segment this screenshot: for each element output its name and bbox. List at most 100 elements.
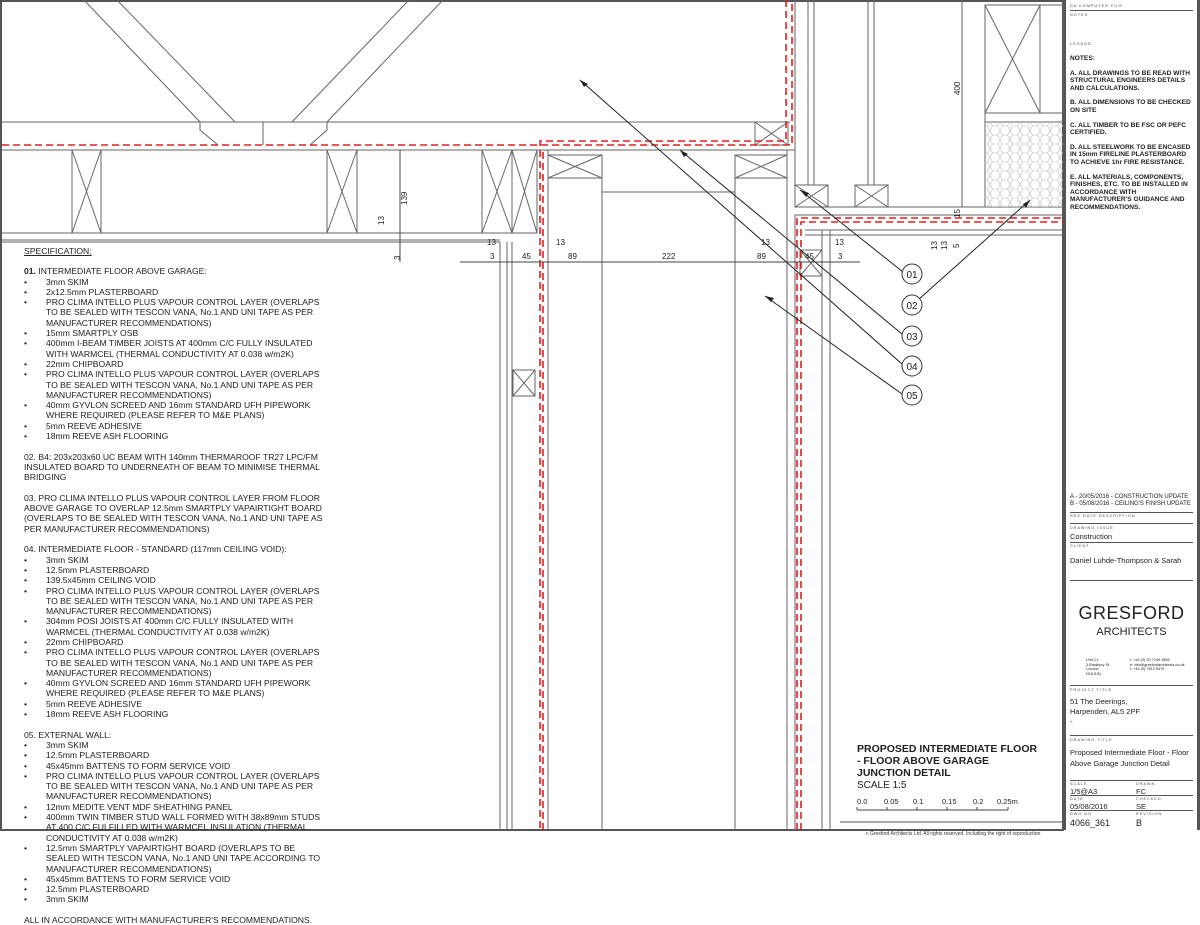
drawing-issue: Construction [1070,532,1113,541]
drawing-title-line: JUNCTION DETAIL [857,767,951,779]
dim-13: 13 [940,241,949,250]
dwg-label: DWG NO [1070,812,1093,816]
spec-item: 139.5x45mm CEILING VOID [24,575,324,586]
notes: NOTES: A. ALL DRAWINGS TO BE READ WITH S… [1070,55,1193,219]
insulation-hatch [986,122,1063,207]
spec-number: 01. [24,266,36,277]
scale-tick: 0.0 [857,797,868,806]
spec-item: 12.5mm PLASTERBOARD [24,750,324,761]
date-label: DATE [1070,797,1084,801]
project: 51 The Deerings,Harpenden, AL5 2PF- [1070,697,1193,727]
spec-item: 400mm TWIN TIMBER STUD WALL FORMED WITH … [24,812,324,843]
address-line: London [1086,667,1099,672]
dim-13: 13 [556,238,565,247]
dim-400: 400 [953,81,962,95]
drawing-issue-label: DRAWING ISSUE [1070,526,1114,530]
dim-5: 5 [952,243,961,248]
revisions: A - 20/05/2016 - CONSTRUCTION UPDATE B -… [1070,494,1193,508]
spec-item: PRO CLIMA INTELLO PLUS VAPOUR CONTROL LA… [24,586,324,617]
spec-item: 3mm SKIM [24,894,324,905]
callout-circle [901,384,923,406]
drawing-title-line: PROPOSED INTERMEDIATE FLOOR [857,743,1038,755]
address-line: 3 Bradbury St [1086,662,1110,667]
spec-item: 12.5mm PLASTERBOARD [24,884,324,895]
note: B. ALL DIMENSIONS TO BE CHECKED ON SITE [1070,99,1191,114]
spec-title: 05. EXTERNAL WALL: [24,729,112,740]
revision-header: REV DATE DESCRIPTION [1070,514,1136,518]
revision: B [1136,818,1143,828]
spec-item: 400mm I-BEAM TIMBER JOISTS AT 400mm C/C … [24,338,324,359]
scale-label: SCALE [1070,782,1088,786]
scale-tick: 0.1 [913,797,924,806]
dim-3: 3 [490,252,495,261]
note: E. ALL MATERIALS, COMPONENTS, FINISHES, … [1070,173,1188,211]
spec-item: 12.5mm SMARTPLY VAPAIRTIGHT BOARD (OVERL… [24,843,324,874]
copyright: c Gresford Architects Ltd. All rights re… [866,831,1042,837]
spec-item: 15mm SMARTPLY OSB [24,328,324,339]
computer-file-label: DA COMPUTER FILE [1070,4,1123,8]
drawing-title-label: DRAWING TITLE [1070,738,1113,742]
dim-89: 89 [757,252,766,261]
spec-footer: ALL IN ACCORDANCE WITH MANUFACTURER'S RE… [24,915,313,925]
revision-entry: A - 20/05/2016 - CONSTRUCTION UPDATE [1070,494,1189,500]
note: A. ALL DRAWINGS TO BE READ WITH STRUCTUR… [1070,69,1191,92]
dim-139: 139 [400,191,409,205]
drawing-frame [0,0,1064,831]
address-line: Unit C1 [1086,658,1099,662]
dim-13: 13 [930,241,939,250]
wall-lines [499,0,1063,830]
i-joist-right [984,4,1064,207]
dim-13: 13 [377,216,386,225]
dim-3: 3 [393,255,402,260]
contact-line: f: +44 (0) 7812 9470 [1130,667,1165,672]
dim-13: 13 [487,238,496,247]
callout-circle [901,294,923,316]
dim-45: 45 [522,252,531,261]
client: Daniel Luhde-Thompson & Sarah [1070,556,1182,565]
firm-logo-name: GRESFORD [1078,603,1185,623]
dim-45: 45 [805,252,814,261]
drawing-title-line: Above Garage Junction Detail [1070,759,1170,768]
title-block: DA COMPUTER FILE NOTES LEGEND NOTES: A. … [1064,0,1200,830]
contact-line: t: +44 (0) 20 7249 1855 [1130,658,1170,662]
callout-circle [901,325,923,347]
scale-tick: 0.15 [942,797,957,806]
dim-13: 13 [835,238,844,247]
legend-label: LEGEND [1070,42,1092,46]
drawing-title-line: Proposed Intermediate Floor - Floor [1070,748,1189,757]
dim-89: 89 [568,252,577,261]
spec-item: 18mm REEVE ASH FLOORING [24,709,324,720]
notes-heading: NOTES: [1070,55,1095,62]
project-line: 51 The Deerings, [1070,697,1128,706]
checked-label: CHECKED [1136,797,1162,801]
drawing-title-line: - FLOOR ABOVE GARAGE [857,755,990,767]
callout-label: 02 [906,301,918,312]
drawn: FC [1136,787,1146,796]
revision-label: REVISION [1136,812,1163,816]
firm-logo-sub: ARCHITECTS [1096,626,1167,638]
scale-tick: 0.25m [997,797,1018,806]
floor-layers [2,121,795,243]
spec-item: PRO CLIMA INTELLO PLUS VAPOUR CONTROL LA… [24,771,324,802]
spec-item: 18mm REEVE ASH FLOORING [24,431,324,442]
spec-02: 02. B4: 203x203x60 UC BEAM WITH 140mm TH… [24,451,320,483]
spec-item: 40mm GYVLON SCREED AND 16mm STANDARD UFH… [24,678,324,699]
drawn-label: DRAWN [1136,782,1156,786]
dim-222: 222 [662,252,676,261]
project-line: Harpenden, AL5 2PF [1070,707,1141,716]
date: 05/08/2016 [1070,802,1108,811]
checked: SE [1136,802,1147,811]
callout-label: 01 [906,270,918,281]
spec-item: 5mm REEVE ADHESIVE [24,421,324,432]
spec-item: 3mm SKIM [24,277,324,288]
scale-tick: 0.2 [973,797,984,806]
client-label: CLIENT [1070,544,1090,548]
drawing-title: PROPOSED INTERMEDIATE FLOOR - FLOOR ABOV… [857,743,1037,779]
dim-3: 3 [838,252,843,261]
i-beam-joist-upper [83,0,444,146]
contact-line: e: info@gresfordarchitects.co.uk [1130,662,1185,667]
